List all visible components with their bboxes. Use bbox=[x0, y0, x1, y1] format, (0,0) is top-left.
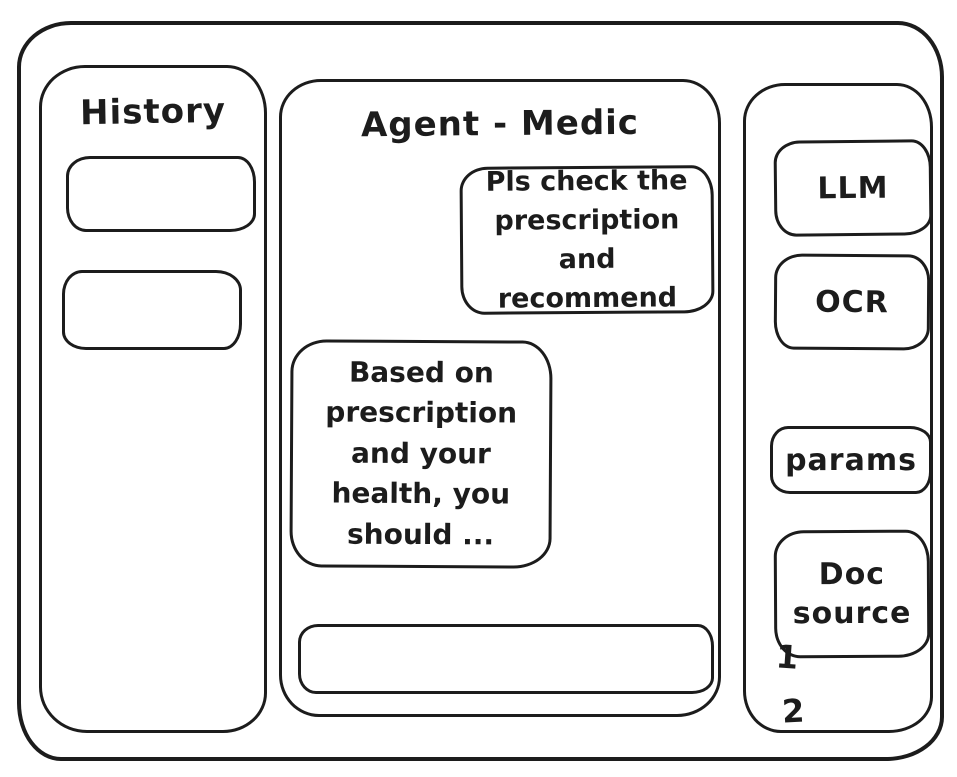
app-window: History Agent - Medic Pls check the pres… bbox=[17, 21, 944, 761]
history-item-2[interactable] bbox=[62, 270, 242, 350]
params-button[interactable]: params bbox=[770, 426, 932, 494]
history-sidebar: History bbox=[39, 65, 267, 733]
user-message-bubble: Pls check the prescription and recommend bbox=[459, 165, 715, 315]
assistant-message-text: Based on prescription and your health, y… bbox=[325, 355, 518, 552]
chat-title: Agent - Medic bbox=[360, 102, 640, 146]
doc-source-item-1[interactable]: 1 bbox=[774, 637, 800, 677]
history-title: History bbox=[79, 90, 227, 134]
history-item-1[interactable] bbox=[66, 156, 256, 232]
assistant-message-bubble: Based on prescription and your health, y… bbox=[289, 339, 553, 569]
ocr-button[interactable]: OCR bbox=[773, 253, 931, 351]
user-message-text: Pls check the prescription and recommend bbox=[485, 165, 688, 315]
tools-panel: LLM OCR params Doc source 1 2 bbox=[743, 83, 933, 733]
doc-source-item-2[interactable]: 2 bbox=[781, 691, 806, 731]
message-input[interactable] bbox=[298, 624, 714, 694]
chat-panel: Agent - Medic Pls check the prescription… bbox=[279, 79, 721, 717]
llm-button[interactable]: LLM bbox=[773, 139, 933, 237]
